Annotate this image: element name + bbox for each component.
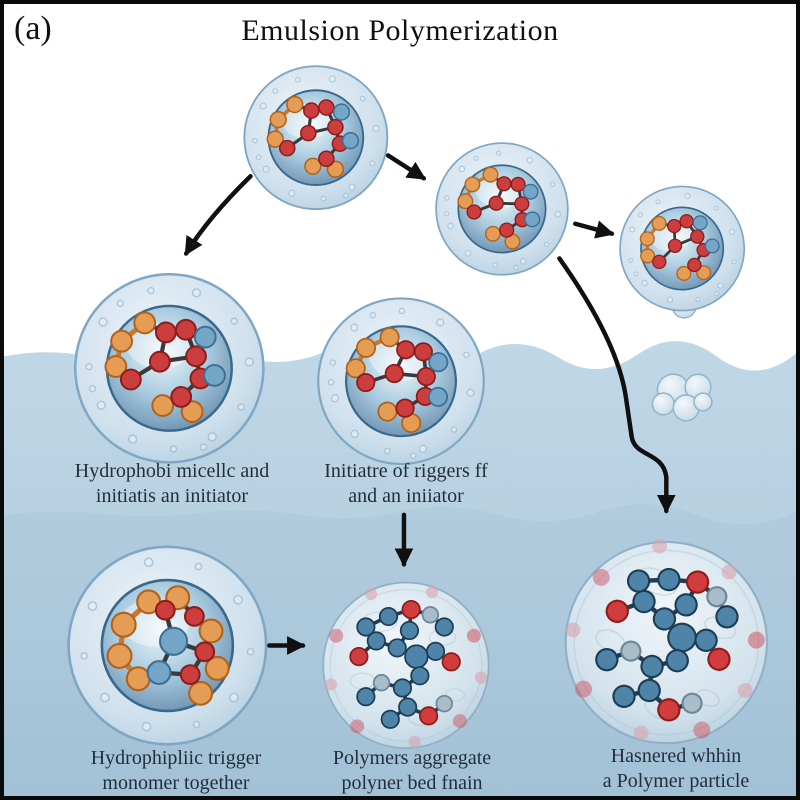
- polymer-aggregate-particle: [321, 580, 491, 750]
- caption-line: polyner bed fnain: [341, 772, 483, 794]
- caption-line: monomer together: [102, 772, 250, 794]
- micelle-stage-2: [420, 127, 584, 291]
- caption-line: a Polymer particle: [602, 770, 750, 792]
- arrow-stage2-to-stage3: [573, 220, 615, 239]
- micelle-stage-1: [242, 64, 390, 212]
- caption-line: Polymers aggregate: [332, 747, 492, 769]
- caption-micelle: Hydrophobi micellc and initiatis an init…: [27, 459, 317, 509]
- diagram-scene: [4, 64, 796, 796]
- caption-particle: Hasnered whhin a Polymer particle: [531, 744, 796, 794]
- panel-label: (a): [14, 10, 52, 47]
- arrow-stage2-to-final-particle: [557, 256, 676, 514]
- arrow-stage1-to-micelle: [183, 174, 253, 256]
- caption-line: Hasnered whhin: [610, 745, 742, 767]
- caption-line: initiatis an initiator: [95, 485, 249, 507]
- caption-line: Initiatre of riggers ff: [324, 460, 488, 482]
- figure-title: Emulsion Polymerization: [241, 14, 559, 47]
- caption-initiator: Initiatre of riggers ff and an iniiator: [261, 459, 551, 509]
- caption-monomer: Hydrophipliic trigger monomer together: [31, 746, 321, 796]
- caption-line: Hydrophobi micellc and: [74, 460, 270, 482]
- micelle-stage-3: [608, 174, 756, 323]
- micelle-monomer: [69, 547, 267, 745]
- caption-line: Hydrophipliic trigger: [90, 747, 262, 769]
- caption-line: and an iniiator: [348, 485, 464, 507]
- arrow-stage1-to-stage2: [385, 153, 427, 181]
- caption-aggregate: Polymers aggregate polyner bed fnain: [267, 746, 557, 796]
